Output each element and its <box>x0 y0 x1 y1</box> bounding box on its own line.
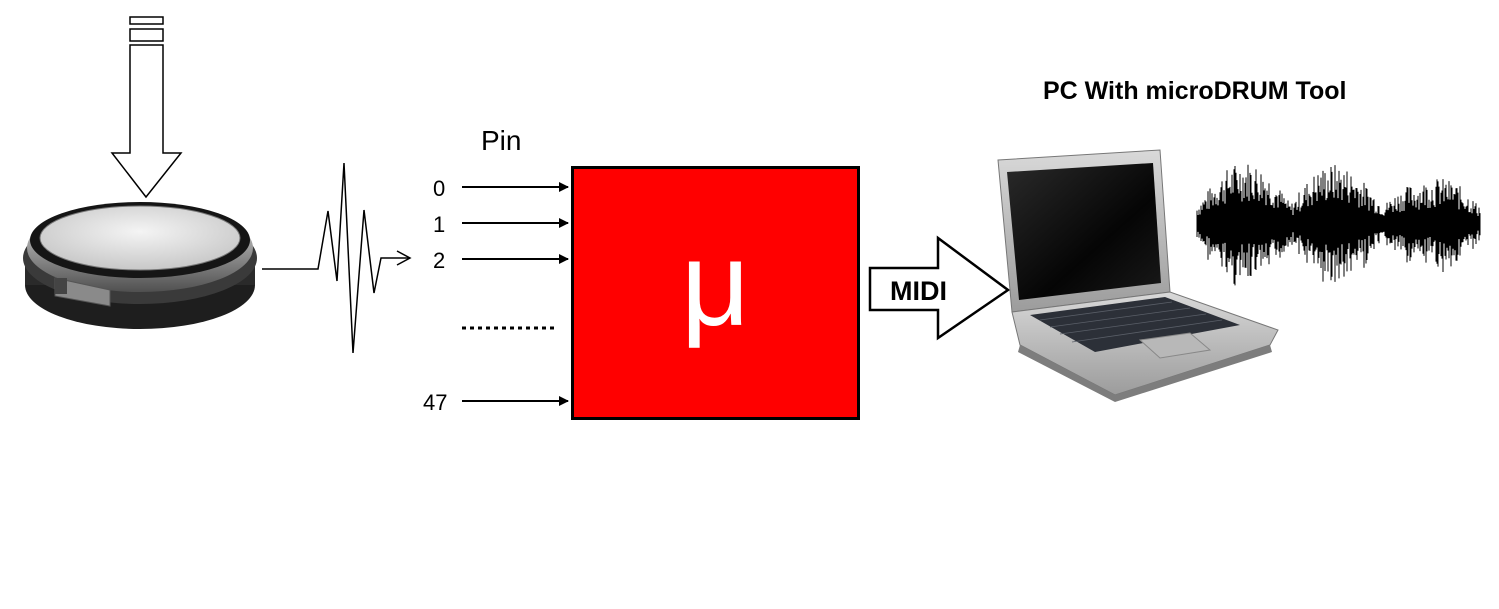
midi-label: MIDI <box>890 276 947 306</box>
midi-arrow <box>868 235 1011 341</box>
pin-column-title: Pin <box>481 125 522 156</box>
pin-label-1: 1 <box>433 212 446 237</box>
pin-label-47: 47 <box>423 390 448 415</box>
laptop-icon <box>997 149 1279 402</box>
microcontroller-symbol: μ <box>680 217 751 351</box>
drum-pad-icon <box>23 202 257 329</box>
microcontroller-block: μ <box>571 166 860 420</box>
piezo-signal-icon <box>262 162 410 354</box>
pin-arrows <box>462 182 569 406</box>
pin-label-2: 2 <box>433 248 446 273</box>
pc-title: PC With microDRUM Tool <box>1043 77 1347 105</box>
audio-waveform-icon <box>1196 164 1481 286</box>
drum-stick-arrow-icon <box>110 16 183 199</box>
pin-label-0: 0 <box>433 176 446 201</box>
